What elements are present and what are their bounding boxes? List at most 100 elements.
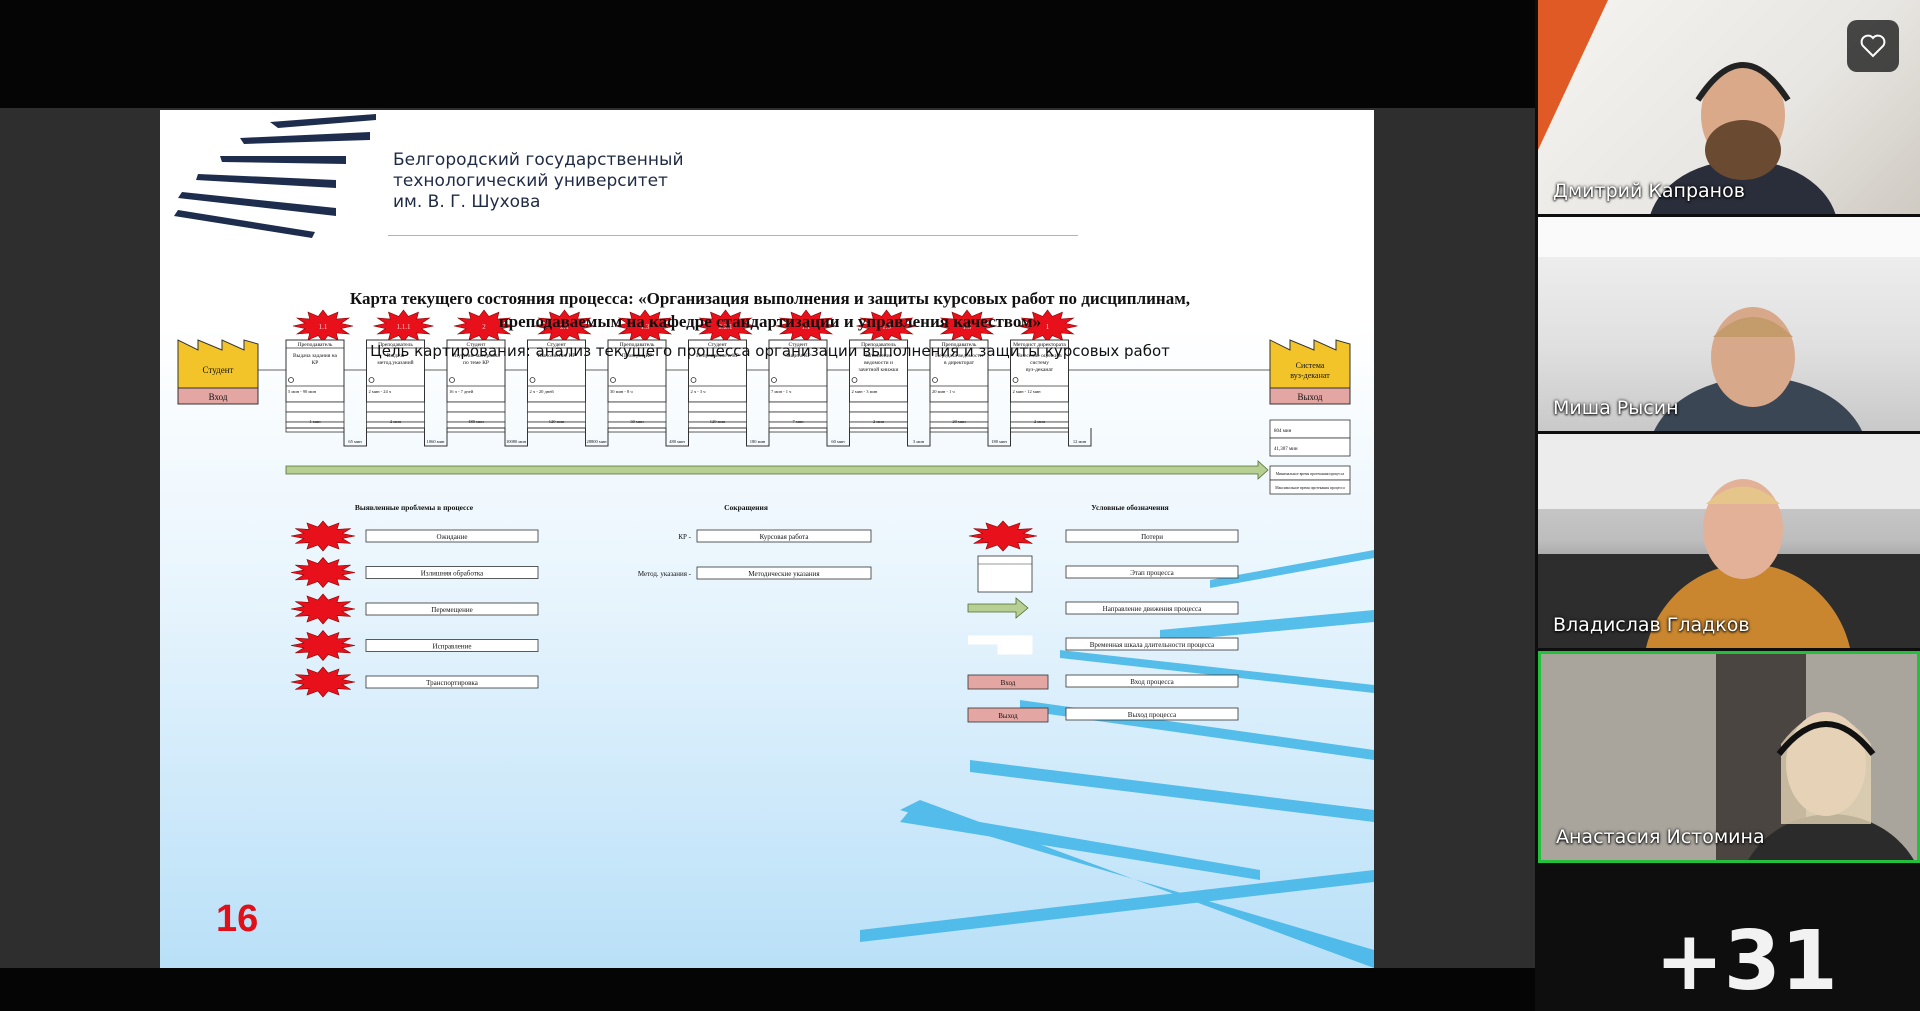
university-logo	[174, 114, 376, 238]
problem-label-box	[365, 566, 539, 579]
timeline-value-top: 2 мин	[390, 419, 402, 424]
timeline-note-box	[1269, 479, 1351, 495]
operator-icon	[1012, 377, 1019, 383]
end-tag: Выход	[1297, 392, 1322, 402]
waste-burst-label: 1	[1046, 323, 1050, 331]
process-step-role: Методист директората	[1013, 342, 1066, 348]
process-step-data-row	[688, 401, 747, 413]
legend-label-box	[1065, 601, 1239, 615]
process-step-data-row	[929, 421, 989, 433]
participant-video	[1538, 434, 1920, 648]
waste-burst-label: 1.5	[882, 323, 891, 331]
process-step-data-row	[366, 421, 425, 433]
abbreviation-value-box	[696, 529, 872, 543]
process-step-box	[849, 339, 908, 403]
abbreviations-title: Сокращения	[724, 503, 768, 512]
problem-burst-icon	[290, 630, 356, 661]
participant-name: Владислав Гладков	[1553, 614, 1750, 636]
process-step-time: 7 мин - 1 ч	[771, 389, 792, 394]
process-step-data-row	[285, 421, 345, 433]
timeline-value-bottom: 180 мин	[991, 439, 1007, 444]
process-step-name: Защита КР	[785, 353, 810, 359]
process-step-time: 5 мин - 90 мин	[288, 389, 317, 394]
timeline-value-bottom: 12 мин	[1073, 439, 1087, 444]
process-step-name: метод.указаний	[377, 359, 413, 366]
participant-video	[1538, 217, 1920, 431]
problem-burst-icon	[290, 593, 356, 625]
operator-icon	[610, 377, 616, 383]
waste-burst-label: 1.1.1	[397, 323, 412, 331]
slide-title: Карта текущего состояния процесса: «Орга…	[220, 287, 1320, 333]
process-step-time: 16 ч - 7 дней	[449, 389, 474, 394]
process-step-data-row	[607, 421, 667, 433]
waste-burst-label: 1.5	[963, 323, 972, 331]
problem-label: Ожидание	[437, 533, 468, 541]
abbreviation-key: Метод. указания -	[638, 570, 692, 578]
problems-title: Выявленные проблемы в процессе	[355, 503, 474, 512]
video-tile-misha[interactable]: Миша Рысин	[1538, 217, 1920, 431]
participant-video	[1538, 0, 1836, 214]
legend-title: Условные обозначения	[1091, 503, 1168, 512]
process-step-box	[366, 339, 425, 403]
waste-burst-label: 2	[482, 323, 486, 331]
process-step-name: Проверка КР	[622, 353, 652, 359]
process-step-box	[285, 339, 345, 403]
process-step-name: Внесение оценки в	[1017, 353, 1062, 359]
participant-name: Анастасия Истомина	[1556, 826, 1765, 848]
end-label: Система	[1296, 361, 1325, 370]
video-tile-anastasia-active[interactable]: Анастасия Истомина	[1538, 651, 1920, 863]
process-step-time: 2 мин - 24 ч	[369, 389, 392, 394]
video-tile-vladislav[interactable]: Владислав Гладков	[1538, 434, 1920, 648]
problem-label: Транспортировка	[426, 679, 479, 687]
process-step-name: вуз-деканат	[1026, 367, 1054, 373]
legend-waste-icon	[968, 520, 1038, 552]
timeline-value-bottom: 28800 мин	[586, 439, 607, 444]
problem-burst-icon	[290, 520, 356, 552]
timeline-value-bottom: 65 мин	[348, 439, 362, 444]
operator-icon	[368, 377, 375, 383]
process-step-data-row	[929, 401, 989, 413]
process-step-data-row	[768, 401, 828, 413]
process-step-data-row	[849, 421, 908, 433]
process-step-role: Преподаватель	[298, 342, 333, 348]
process-step-data-row	[285, 401, 345, 413]
start-tag: Вход	[209, 392, 228, 402]
bottom-bar	[0, 968, 1535, 1011]
participant-video	[1541, 654, 1917, 860]
operator-icon	[771, 377, 777, 383]
operator-icon	[851, 377, 858, 383]
abbreviation-key: КР -	[678, 533, 691, 541]
operator-icon	[449, 377, 455, 383]
slide-title-line-2: преподаваемым на кафедре стандартизации …	[498, 312, 1042, 331]
timeline-value-top: 20 мин	[952, 419, 966, 424]
problem-burst-icon	[290, 666, 356, 698]
process-step-data-row	[446, 401, 506, 413]
process-step-box	[527, 339, 586, 403]
process-step-time: 30 мин - 8 ч	[610, 389, 633, 394]
process-step-role: Преподаватель	[861, 342, 896, 348]
participant-name: Дмитрий Капранов	[1553, 180, 1745, 202]
legend-label: Выход процесса	[1128, 711, 1177, 719]
end-label: вуз-деканат	[1290, 371, 1330, 380]
waste-burst-label: 1.3	[641, 323, 650, 331]
process-step-box	[1010, 339, 1069, 403]
timeline-value-top: 1 мин	[309, 419, 321, 424]
timeline-note-max: Максимальное время протекания процесса	[1275, 486, 1345, 490]
operator-icon	[288, 377, 294, 383]
abbreviation-value-box	[696, 566, 872, 580]
more-participants-count[interactable]: +31	[1655, 914, 1838, 1009]
operator-icon	[932, 377, 938, 383]
timeline-value-top: 7 мин	[792, 419, 804, 424]
heart-icon	[1860, 34, 1886, 58]
legend-arrow-icon	[967, 597, 1029, 619]
process-step-box	[768, 339, 828, 403]
process-step-data-row	[607, 401, 667, 413]
process-step-name: КР	[312, 360, 319, 366]
process-step-data-row	[688, 421, 747, 433]
process-step-name: в директорат	[944, 360, 975, 366]
problem-label: Перемещение	[431, 606, 472, 614]
reaction-button[interactable]	[1847, 20, 1899, 72]
problem-label: Излишняя обработка	[421, 570, 484, 578]
process-step-data-row	[768, 421, 828, 433]
abbreviation-value: Курсовая работа	[760, 533, 810, 541]
